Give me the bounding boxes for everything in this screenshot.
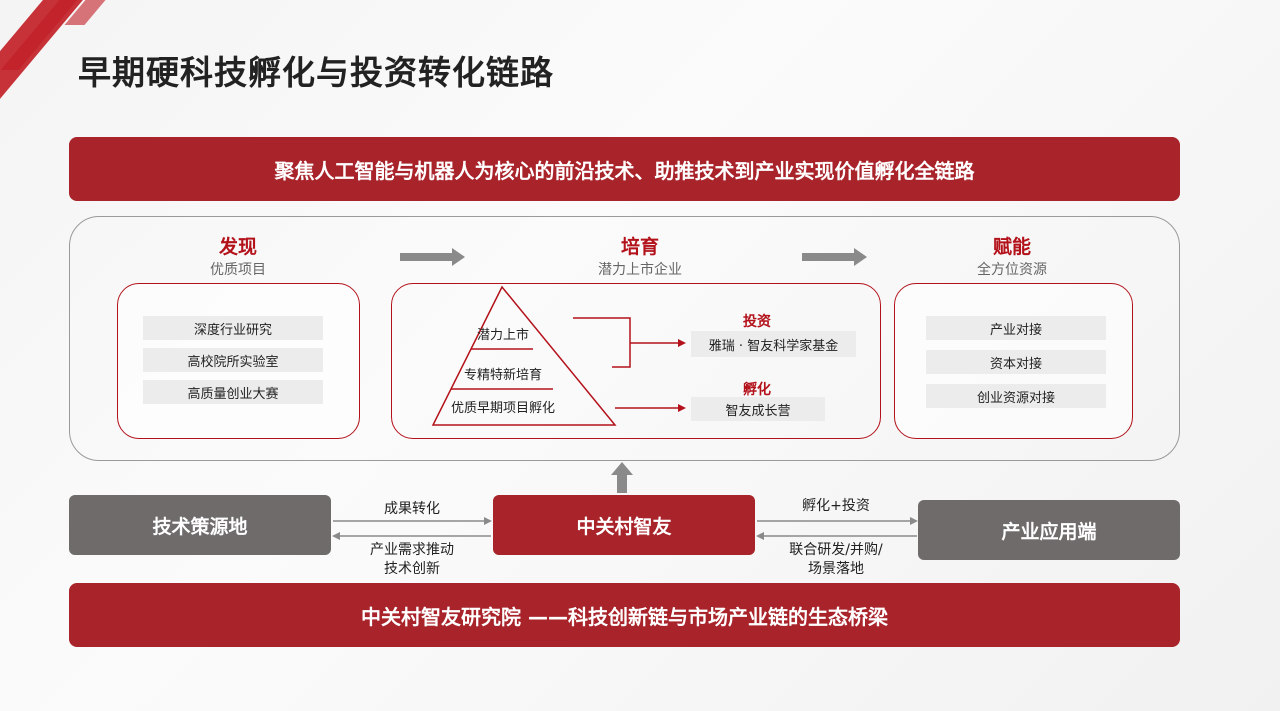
discover-item: 高校院所实验室: [143, 348, 323, 372]
empower-item: 产业对接: [926, 316, 1106, 340]
subheading-empower: 全方位资源: [977, 262, 1047, 278]
incubate-item: 智友成长营: [691, 397, 825, 421]
discover-item: 高质量创业大赛: [143, 380, 323, 404]
label-industry-demand: 产业需求推动 技术创新: [370, 542, 454, 577]
gray-arrow-icon: [400, 248, 867, 493]
label-joint-rd: 联合研发/并购/ 场景落地: [789, 542, 883, 577]
industry-application-box: 产业应用端: [918, 500, 1180, 560]
flow-arrows: [333, 520, 917, 537]
label-achievement-transfer: 成果转化: [384, 501, 440, 517]
heading-empower: 赋能: [992, 236, 1031, 258]
subheading-discover: 优质项目: [210, 262, 266, 278]
incubate-label: 孵化: [743, 382, 771, 398]
invest-item: 雅瑞 · 智友科学家基金: [691, 331, 856, 357]
process-container: [69, 216, 1180, 461]
red-arrowhead-icon: [678, 339, 686, 412]
discover-item: 深度行业研究: [143, 316, 323, 340]
bottom-banner: 中关村智友研究院 ——科技创新链与市场产业链的生态桥梁: [69, 583, 1180, 647]
empower-item: 创业资源对接: [926, 384, 1106, 408]
heading-discover: 发现: [218, 236, 257, 258]
empower-item: 资本对接: [926, 350, 1106, 374]
page-title: 早期硬科技孵化与投资转化链路: [78, 53, 554, 92]
pyramid-icon: [431, 285, 680, 426]
pyramid-level-middle: 专精特新培育: [463, 368, 542, 383]
top-banner: 聚焦人工智能与机器人为核心的前沿技术、助推技术到产业实现价值孵化全链路: [69, 137, 1180, 201]
pyramid-level-top: 潜力上市: [476, 328, 529, 343]
zgc-zhiyou-box: 中关村智友: [493, 495, 755, 555]
label-incubate-invest: 孵化+投资: [802, 498, 870, 514]
heading-cultivate: 培育: [620, 236, 659, 258]
invest-label: 投资: [743, 314, 771, 330]
cultivate-box: [391, 283, 881, 439]
tech-source-box: 技术策源地: [69, 495, 331, 555]
subheading-cultivate: 潜力上市企业: [598, 262, 682, 278]
pyramid-level-bottom: 优质早期项目孵化: [450, 401, 555, 416]
